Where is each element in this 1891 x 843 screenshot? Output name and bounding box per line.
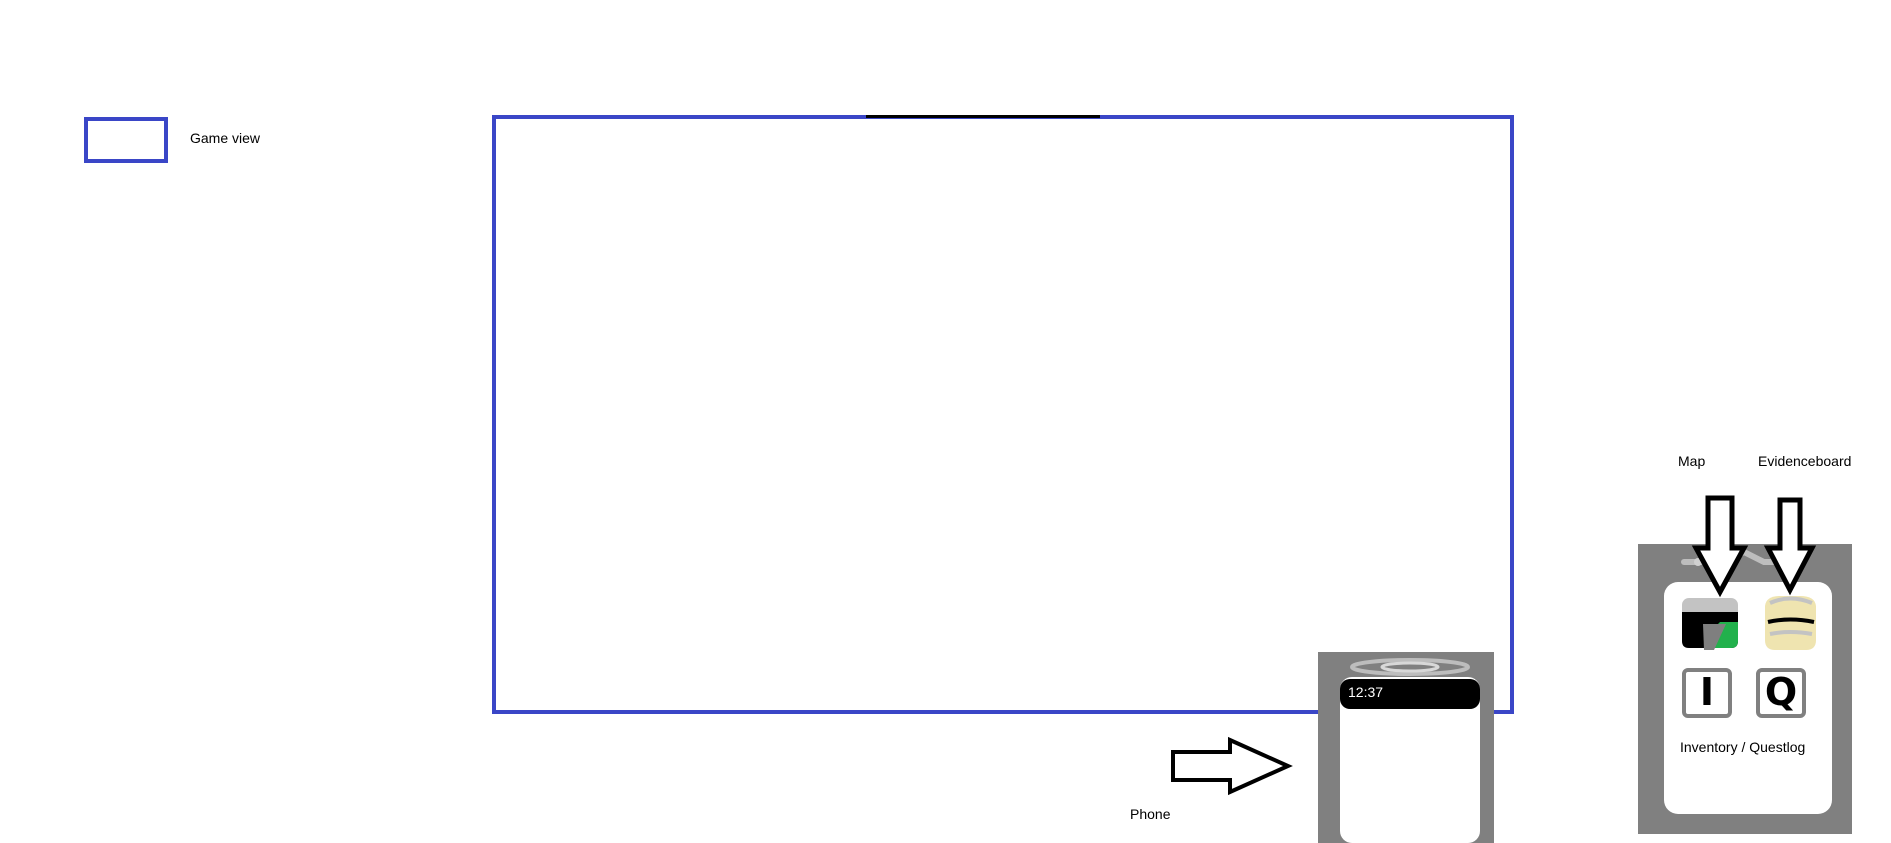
legend-game-view-label: Game view: [190, 130, 261, 146]
phone-status-bar: [1340, 679, 1480, 709]
game-view-top-marker: [866, 115, 1100, 118]
map-label: Map: [1678, 453, 1706, 469]
inventory-button[interactable]: I: [1682, 668, 1732, 718]
questlog-button[interactable]: Q: [1756, 668, 1806, 718]
evidenceboard-label: Evidenceboard: [1758, 453, 1852, 469]
phone-label: Phone: [1130, 806, 1171, 822]
phone-clock: 12:37: [1348, 684, 1384, 700]
legend-game-view-swatch: [84, 117, 168, 163]
inventory-questlog-label: Inventory / Questlog: [1680, 739, 1806, 755]
